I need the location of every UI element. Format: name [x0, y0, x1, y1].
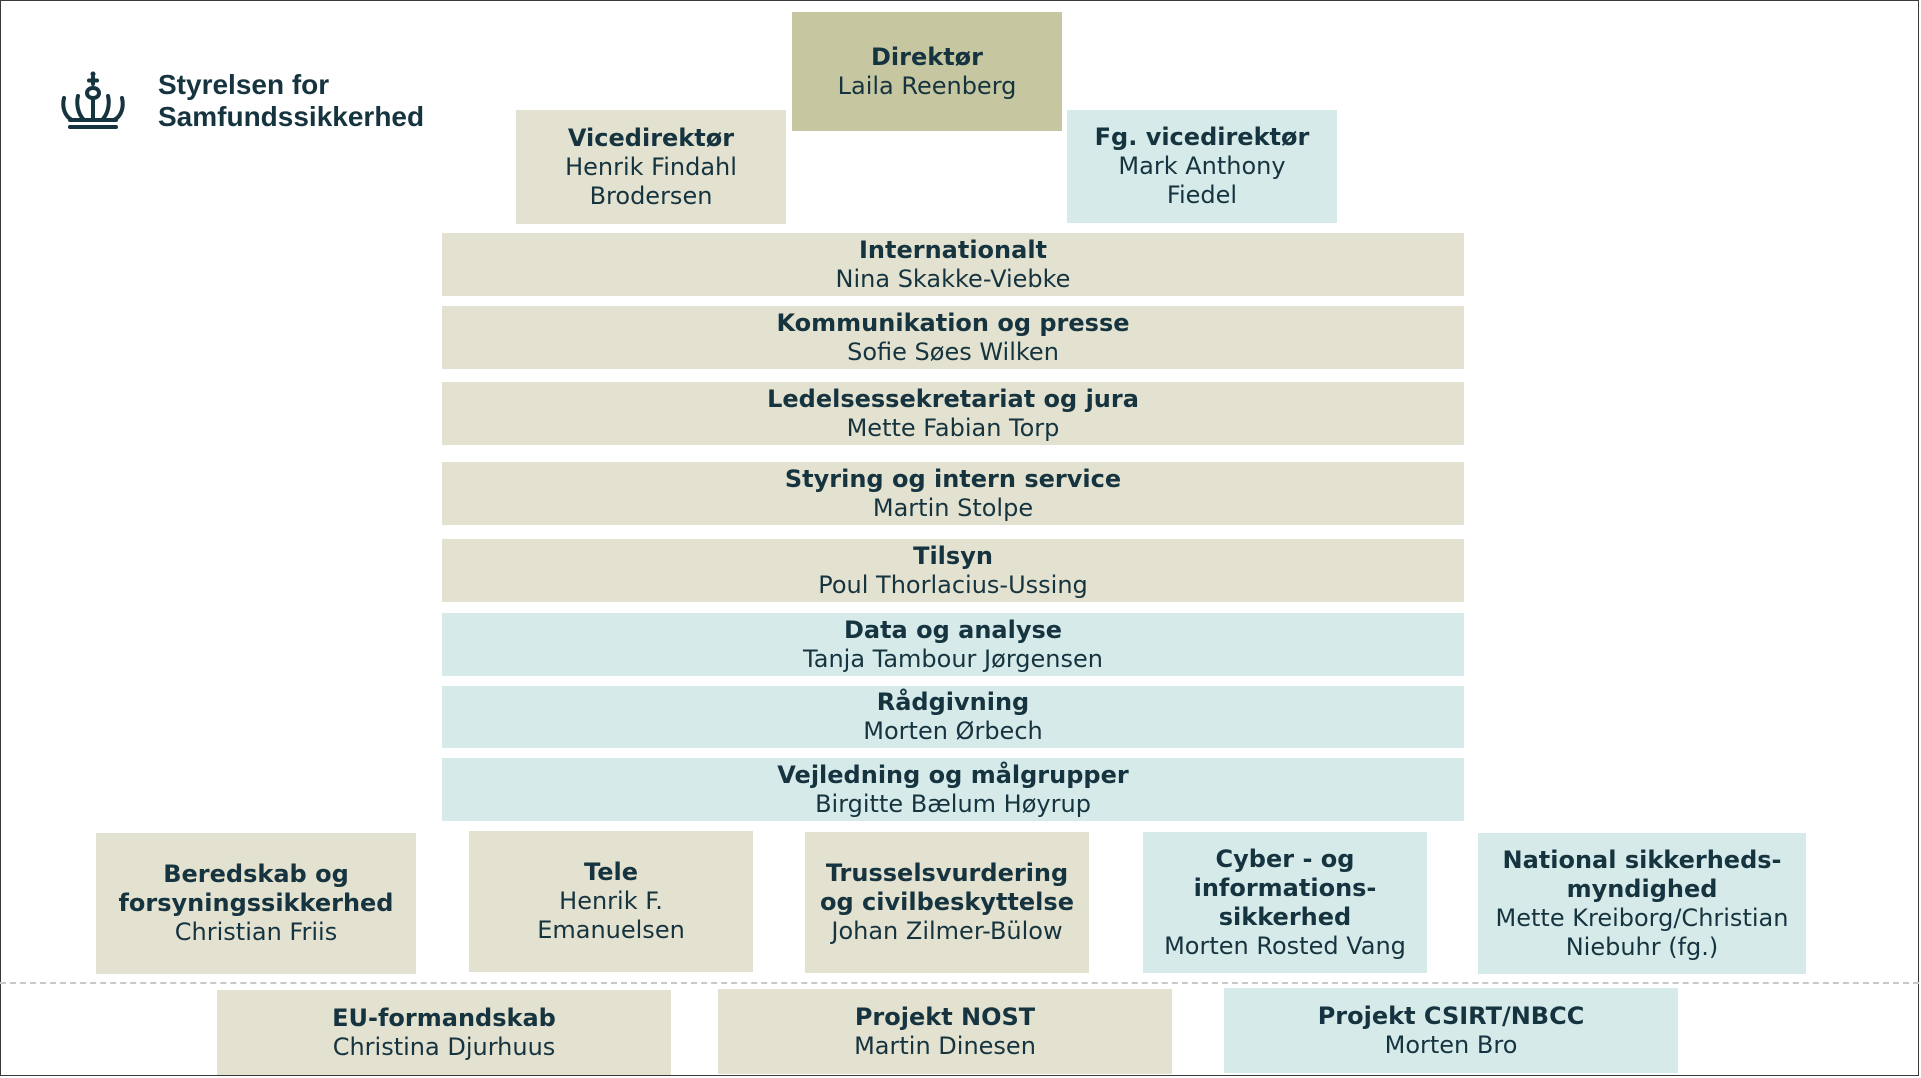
- unit-head: Tanja Tambour Jørgensen: [803, 644, 1103, 673]
- center-trusselsvurdering: Trusselsvurdering og civilbeskyttelse Jo…: [805, 832, 1089, 973]
- dashed-separator: [0, 982, 1919, 984]
- center-title-line1: Trusselsvurdering: [825, 859, 1069, 887]
- center-title-line2: informations-: [1193, 873, 1377, 902]
- center-national-sikkerhed: National sikkerheds- myndighed Mette Kre…: [1478, 833, 1806, 974]
- center-title-line3: sikkerhed: [1218, 902, 1352, 931]
- box-name-line2: Brodersen: [589, 181, 713, 210]
- center-head-line1: Henrik F.: [559, 887, 663, 915]
- center-title-line1: Beredskab og: [163, 860, 349, 888]
- center-title-line2: og civilbeskyttelse: [820, 888, 1074, 916]
- unit-title: Ledelsessekretariat og jura: [767, 384, 1139, 413]
- unit-data-og-analyse: Data og analyse Tanja Tambour Jørgensen: [442, 613, 1464, 676]
- project-csirt-nbcc: Projekt CSIRT/NBCC Morten Bro: [1224, 988, 1678, 1073]
- project-title: Projekt NOST: [854, 1002, 1036, 1031]
- box-title: Fg. vicedirektør: [1094, 123, 1310, 151]
- box-name-line2: Fiedel: [1166, 181, 1238, 209]
- unit-head: Birgitte Bælum Høyrup: [815, 789, 1091, 818]
- project-title: EU-formandskab: [332, 1003, 556, 1032]
- project-head: Martin Dinesen: [854, 1031, 1036, 1060]
- project-head: Morten Bro: [1384, 1030, 1518, 1059]
- center-head-line2: Emanuelsen: [537, 916, 685, 944]
- box-vicedirektor: Vicedirektør Henrik Findahl Brodersen: [516, 110, 786, 224]
- unit-title: Kommunikation og presse: [776, 308, 1130, 337]
- unit-styring: Styring og intern service Martin Stolpe: [442, 462, 1464, 525]
- center-head: Morten Rosted Vang: [1164, 931, 1406, 960]
- box-name: Laila Reenberg: [837, 71, 1017, 100]
- agency-logo: Styrelsen for Samfundssikkerhed: [58, 68, 424, 134]
- box-direktor: Direktør Laila Reenberg: [792, 12, 1062, 131]
- box-title: Vicedirektør: [567, 123, 735, 152]
- center-tele: Tele Henrik F. Emanuelsen: [469, 831, 753, 972]
- project-eu-formandskab: EU-formandskab Christina Djurhuus: [217, 990, 671, 1075]
- unit-head: Poul Thorlacius-Ussing: [818, 570, 1088, 599]
- center-beredskab: Beredskab og forsyningssikkerhed Christi…: [96, 833, 416, 974]
- project-nost: Projekt NOST Martin Dinesen: [718, 989, 1172, 1074]
- unit-title: Styring og intern service: [784, 464, 1122, 493]
- unit-vejledning: Vejledning og målgrupper Birgitte Bælum …: [442, 758, 1464, 821]
- center-head: Christian Friis: [174, 918, 338, 946]
- unit-title: Vejledning og målgrupper: [777, 760, 1129, 789]
- crown-icon: [61, 71, 125, 129]
- unit-tilsyn: Tilsyn Poul Thorlacius-Ussing: [442, 539, 1464, 602]
- center-head: Johan Zilmer-Bülow: [831, 917, 1063, 945]
- unit-kommunikation: Kommunikation og presse Sofie Søes Wilke…: [442, 306, 1464, 369]
- project-head: Christina Djurhuus: [332, 1032, 556, 1061]
- unit-title: Internationalt: [858, 235, 1048, 264]
- box-name-line1: Mark Anthony: [1118, 152, 1286, 180]
- box-title: Direktør: [870, 42, 984, 71]
- unit-head: Martin Stolpe: [872, 493, 1034, 522]
- agency-name-line2: Samfundssikkerhed: [158, 101, 425, 132]
- center-cyber: Cyber - og informations- sikkerhed Morte…: [1143, 832, 1427, 973]
- unit-internationalt: Internationalt Nina Skakke-Viebke: [442, 233, 1464, 296]
- center-head-line2: Niebuhr (fg.): [1565, 932, 1719, 961]
- project-title: Projekt CSIRT/NBCC: [1317, 1001, 1585, 1030]
- unit-head: Sofie Søes Wilken: [847, 337, 1059, 366]
- agency-name-line1: Styrelsen for: [158, 69, 330, 100]
- center-title: Tele: [584, 858, 638, 886]
- box-fg-vicedirektor: Fg. vicedirektør Mark Anthony Fiedel: [1067, 110, 1337, 223]
- center-title-line1: Cyber - og: [1215, 844, 1355, 873]
- unit-head: Mette Fabian Torp: [846, 413, 1060, 442]
- agency-name: Styrelsen for Samfundssikkerhed: [158, 69, 424, 133]
- unit-title: Rådgivning: [876, 688, 1030, 716]
- center-title-line2: forsyningssikkerhed: [118, 889, 394, 917]
- unit-ledelsessekretariat: Ledelsessekretariat og jura Mette Fabian…: [442, 382, 1464, 445]
- unit-radgivning: Rådgivning Morten Ørbech: [442, 686, 1464, 748]
- unit-title: Tilsyn: [913, 541, 993, 570]
- unit-head: Morten Ørbech: [863, 717, 1043, 745]
- unit-title: Data og analyse: [843, 615, 1063, 644]
- unit-head: Nina Skakke-Viebke: [835, 264, 1071, 293]
- center-head-line1: Mette Kreiborg/Christian: [1495, 903, 1789, 932]
- center-title-line1: National sikkerheds-: [1502, 845, 1782, 874]
- box-name-line1: Henrik Findahl: [565, 152, 737, 181]
- center-title-line2: myndighed: [1566, 874, 1718, 903]
